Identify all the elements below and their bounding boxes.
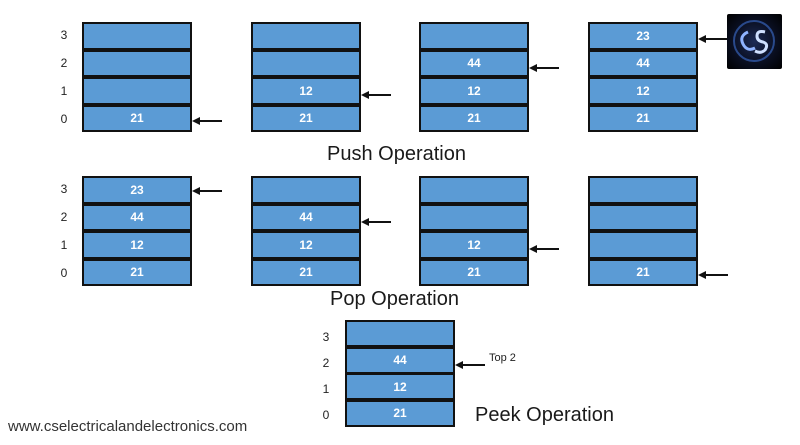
pop-stack-4: 21	[588, 176, 698, 286]
pop-stack-4-cell-2	[588, 203, 698, 231]
pop-index-0: 0	[60, 266, 68, 280]
push-stack-1-cell-3	[82, 22, 192, 50]
left-arrow-icon	[529, 64, 559, 72]
pop-stack-2: 44 12 21	[251, 176, 361, 286]
push-index-0: 0	[60, 112, 68, 126]
pop-stack-2-cell-2: 44	[251, 203, 361, 231]
pop-stack-4-cell-0: 21	[588, 258, 698, 286]
left-arrow-icon	[192, 187, 222, 195]
pop-stack-1-cell-2: 44	[82, 203, 192, 231]
push-stack-4-cell-2: 44	[588, 49, 698, 77]
peek-index-0: 0	[322, 408, 330, 422]
push-stack-4: 23 44 12 21	[588, 22, 698, 132]
push-stack-3-cell-2: 44	[419, 49, 529, 77]
push-stack-1-cell-2	[82, 49, 192, 77]
pop-index-2: 2	[60, 210, 68, 224]
pop-stack-1-cell-3: 23	[82, 176, 192, 204]
peek-index-2: 2	[322, 356, 330, 370]
pop-stack-3-cell-3	[419, 176, 529, 204]
pop-stack-4-cell-3	[588, 176, 698, 204]
pop-stack-2-cell-1: 12	[251, 231, 361, 259]
pop-stack-1: 23 44 12 21	[82, 176, 192, 286]
push-stack-2-cell-2	[251, 49, 361, 77]
left-arrow-icon	[529, 245, 559, 253]
peek-stack-cell-0: 21	[345, 399, 455, 427]
push-stack-2: 12 21	[251, 22, 361, 132]
website-url: www.cselectricalandelectronics.com	[8, 418, 248, 435]
pop-stack-3-cell-2	[419, 203, 529, 231]
push-caption: Push Operation	[327, 143, 466, 165]
pop-caption: Pop Operation	[330, 288, 459, 310]
peek-stack-cell-3	[345, 320, 455, 347]
pop-stack-3-cell-0: 21	[419, 258, 529, 286]
push-stack-3-cell-3	[419, 22, 529, 50]
peek-stack-cell-1: 12	[345, 373, 455, 400]
push-stack-2-cell-3	[251, 22, 361, 50]
pop-stack-2-cell-3	[251, 176, 361, 204]
left-arrow-icon	[192, 117, 222, 125]
push-stack-4-cell-0: 21	[588, 104, 698, 132]
peek-index-1: 1	[322, 382, 330, 396]
peek-stack-cell-2: 44	[345, 346, 455, 374]
pop-index-3: 3	[60, 182, 68, 196]
left-arrow-icon	[698, 35, 728, 43]
left-arrow-icon	[455, 361, 485, 369]
push-stack-1: 21	[82, 22, 192, 132]
push-index-3: 3	[60, 28, 68, 42]
pop-stack-3: 12 21	[419, 176, 529, 286]
left-arrow-icon	[361, 91, 391, 99]
push-stack-2-cell-1: 12	[251, 77, 361, 105]
push-stack-1-cell-0: 21	[82, 104, 192, 132]
peek-pointer-label: Top 2	[489, 352, 516, 364]
push-stack-3: 44 12 21	[419, 22, 529, 132]
push-stack-4-cell-1: 12	[588, 77, 698, 105]
pop-stack-4-cell-1	[588, 231, 698, 259]
pop-stack-3-cell-1: 12	[419, 231, 529, 259]
push-stack-1-cell-1	[82, 77, 192, 105]
push-index-2: 2	[60, 56, 68, 70]
push-stack-4-cell-3: 23	[588, 22, 698, 50]
peek-index-3: 3	[322, 330, 330, 344]
push-stack-3-cell-1: 12	[419, 77, 529, 105]
pop-stack-1-cell-1: 12	[82, 231, 192, 259]
left-arrow-icon	[698, 271, 728, 279]
pop-stack-2-cell-0: 21	[251, 258, 361, 286]
push-index-1: 1	[60, 84, 68, 98]
cs-logo-icon	[727, 14, 782, 69]
peek-stack: 44 12 21	[345, 320, 455, 427]
pop-index-1: 1	[60, 238, 68, 252]
peek-caption: Peek Operation	[475, 404, 614, 426]
push-stack-2-cell-0: 21	[251, 104, 361, 132]
left-arrow-icon	[361, 218, 391, 226]
push-stack-3-cell-0: 21	[419, 104, 529, 132]
pop-stack-1-cell-0: 21	[82, 258, 192, 286]
